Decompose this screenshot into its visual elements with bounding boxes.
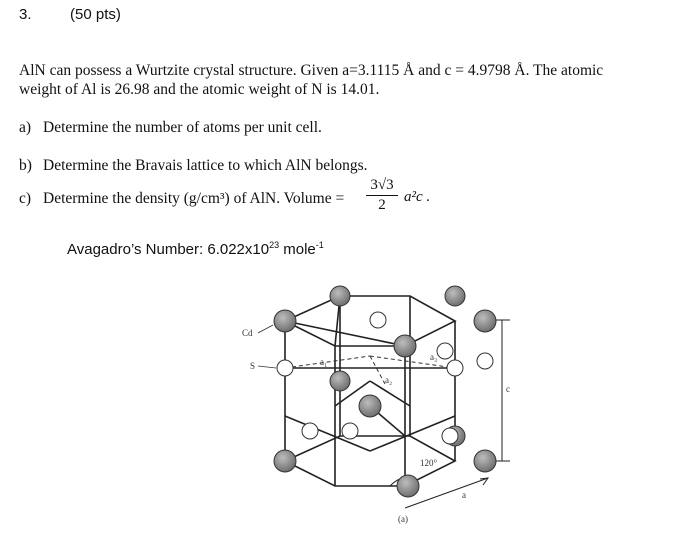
label-c: c bbox=[506, 384, 510, 394]
s-atom bbox=[476, 352, 494, 370]
cd-atom bbox=[273, 449, 297, 473]
cd-atom bbox=[329, 285, 351, 307]
s-atom bbox=[441, 427, 459, 445]
basal-vectors bbox=[284, 355, 456, 385]
s-atom bbox=[446, 359, 464, 377]
s-atom bbox=[301, 422, 319, 440]
avogadro-prefix: Avagadro’s Number: 6.022x10 bbox=[67, 241, 270, 258]
part-c: c) Determine the density (g/cm³) of AlN. … bbox=[19, 190, 344, 208]
statement-line-1: AlN can possess a Wurtzite crystal struc… bbox=[19, 62, 604, 79]
avogadro-unit-exponent: -1 bbox=[315, 240, 324, 250]
label-s: S bbox=[250, 361, 255, 371]
avogadro-number: Avagadro’s Number: 6.022x1023 mole-1 bbox=[67, 240, 324, 258]
cd-atom bbox=[473, 449, 497, 473]
statement-line-2: weight of Al is 26.98 and the atomic wei… bbox=[19, 81, 380, 98]
avogadro-exponent: 23 bbox=[269, 240, 280, 250]
cd-atom bbox=[393, 334, 417, 358]
cd-atom bbox=[396, 474, 420, 498]
label-a2: a₂ bbox=[385, 375, 392, 385]
cd-atom bbox=[444, 285, 466, 307]
cd-atoms bbox=[273, 285, 497, 498]
label-a1: a₁ bbox=[320, 357, 327, 367]
question-number: 3. bbox=[19, 6, 32, 23]
part-b-text: Determine the Bravais lattice to which A… bbox=[43, 157, 368, 174]
part-c-text: Determine the density (g/cm³) of AlN. Vo… bbox=[43, 190, 345, 207]
label-angle: 120° bbox=[420, 458, 438, 468]
fraction-denominator: 2 bbox=[378, 197, 386, 213]
part-c-label: c) bbox=[19, 190, 32, 207]
part-a-label: a) bbox=[19, 119, 32, 136]
cd-atom bbox=[358, 394, 382, 418]
part-a: a) Determine the number of atoms per unit… bbox=[19, 119, 322, 137]
cd-atom bbox=[473, 309, 497, 333]
figure-caption: (a) bbox=[398, 514, 408, 524]
question-points: (50 pts) bbox=[70, 6, 121, 23]
a-axis bbox=[404, 477, 490, 509]
s-atom bbox=[369, 311, 387, 329]
s-atom bbox=[341, 422, 359, 440]
label-cd: Cd bbox=[242, 328, 253, 338]
part-b: b) Determine the Bravais lattice to which… bbox=[19, 157, 368, 175]
cd-atom bbox=[329, 370, 351, 392]
avogadro-unit: mole bbox=[279, 241, 316, 258]
volume-formula-tail: a²c . bbox=[404, 189, 431, 205]
problem-statement: AlN can possess a Wurtzite crystal struc… bbox=[19, 61, 669, 99]
volume-fraction: 3√3 2 bbox=[364, 177, 400, 214]
cd-atom bbox=[273, 309, 297, 333]
lattice-bonds bbox=[283, 295, 457, 487]
label-a: a bbox=[462, 490, 466, 500]
s-atom bbox=[276, 359, 294, 377]
label-a3: a₃ bbox=[430, 352, 437, 362]
c-axis bbox=[495, 319, 510, 462]
fraction-bar bbox=[366, 195, 398, 196]
wurtzite-structure-figure: Cd S a₁ a₂ a₃ c 120° a (a) bbox=[242, 285, 510, 524]
part-b-label: b) bbox=[19, 157, 32, 174]
part-a-text: Determine the number of atoms per unit c… bbox=[43, 119, 322, 136]
s-atoms bbox=[276, 311, 494, 445]
s-atom bbox=[436, 342, 454, 360]
fraction-numerator: 3√3 bbox=[370, 177, 394, 193]
